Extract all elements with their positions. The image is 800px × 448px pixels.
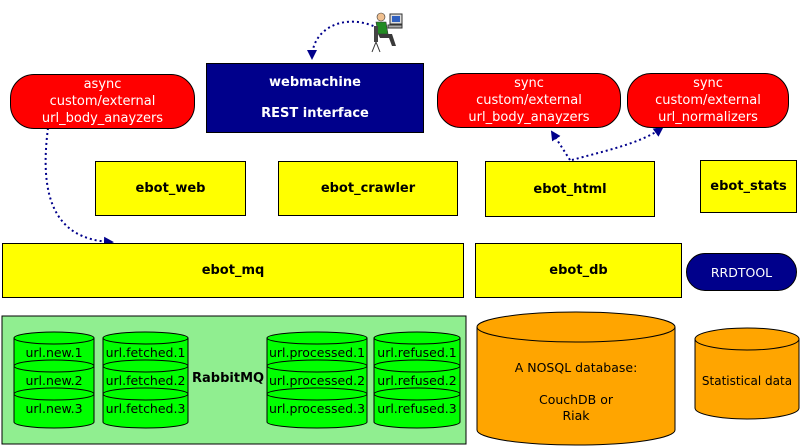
webmachine-subtitle: REST interface bbox=[261, 106, 369, 121]
queue-label: url.processed.1 bbox=[268, 345, 366, 360]
sync-normalizers-name: url_normalizers bbox=[658, 110, 758, 125]
ebot-stats-label: ebot_stats bbox=[710, 179, 787, 194]
user-to-webmachine-arrow bbox=[307, 20, 379, 60]
queue-label: url.processed.2 bbox=[268, 373, 366, 388]
queue-label: url.new.3 bbox=[25, 401, 83, 416]
nosql-db-line3: Riak bbox=[562, 408, 590, 423]
sync-analyzers-label: sync bbox=[514, 76, 544, 91]
rrdtool-label: RRDTOOL bbox=[710, 264, 773, 280]
async-label: async bbox=[83, 77, 122, 92]
html-to-sync-analyzers-arrow bbox=[550, 130, 571, 161]
queue-label: url.new.1 bbox=[25, 345, 83, 360]
queue-label: url.refused.1 bbox=[377, 345, 457, 360]
queue-label: url.refused.2 bbox=[377, 373, 457, 388]
sync-analyzers-name: url_body_anayzers bbox=[468, 110, 590, 125]
ebot-html-label: ebot_html bbox=[533, 181, 607, 197]
queue-label: url.new.2 bbox=[25, 373, 83, 388]
ebot-web-box: ebot_web bbox=[95, 161, 246, 216]
sync-normalizers-type: custom/external bbox=[655, 93, 761, 108]
async-type-label: custom/external bbox=[49, 94, 156, 109]
async-name-label: url_body_anayzers bbox=[41, 111, 164, 126]
ebot-crawler-box: ebot_crawler bbox=[278, 161, 458, 216]
sync-analyzers-type: custom/external bbox=[476, 93, 582, 108]
queue-label: url.fetched.1 bbox=[105, 345, 186, 360]
ebot-db-label: ebot_db bbox=[549, 263, 608, 278]
user-at-computer-icon bbox=[371, 12, 403, 53]
webmachine-title: webmachine bbox=[269, 75, 361, 90]
ebot-stats-box: ebot_stats bbox=[700, 160, 797, 213]
nosql-db-line2: CouchDB or bbox=[538, 392, 614, 407]
nosql-database-cylinder bbox=[476, 311, 676, 446]
queue-label: url.refused.3 bbox=[377, 401, 457, 416]
queue-cylinder bbox=[373, 387, 461, 429]
sync-analyzers-box: sync custom/external url_body_anayzers bbox=[437, 73, 621, 128]
rrdtool-box: RRDTOOL bbox=[686, 253, 797, 291]
statistical-data-cylinder bbox=[694, 327, 800, 420]
queue-label: url.fetched.3 bbox=[105, 401, 186, 416]
async-to-mq-arrow bbox=[44, 127, 114, 247]
webmachine-box: webmachine REST interface bbox=[206, 63, 424, 133]
ebot-mq-label: ebot_mq bbox=[201, 263, 265, 278]
sync-normalizers-box: sync custom/external url_normalizers bbox=[627, 73, 789, 128]
sync-normalizers-label: sync bbox=[693, 76, 723, 91]
nosql-db-line1: A NOSQL database: bbox=[514, 360, 638, 375]
queue-label: url.fetched.2 bbox=[105, 373, 186, 388]
queue-cylinder bbox=[13, 387, 95, 429]
ebot-web-label: ebot_web bbox=[135, 181, 206, 196]
async-analyzers-box: async custom/external url_body_anayzers bbox=[10, 74, 195, 129]
ebot-html-box: ebot_html bbox=[485, 161, 655, 217]
nosql-db-label: A NOSQL database: CouchDB or Riak bbox=[480, 360, 672, 424]
queue-label: url.processed.3 bbox=[268, 401, 366, 416]
queue-cylinder bbox=[266, 387, 368, 429]
html-to-sync-normalizers-arrow bbox=[571, 126, 664, 161]
queue-cylinder bbox=[102, 387, 189, 429]
ebot-db-box: ebot_db bbox=[475, 243, 682, 298]
ebot-crawler-label: ebot_crawler bbox=[320, 181, 416, 196]
rabbitmq-label: RabbitMQ bbox=[192, 371, 265, 386]
stats-db-label: Statistical data bbox=[701, 374, 793, 388]
ebot-mq-box: ebot_mq bbox=[2, 243, 464, 298]
